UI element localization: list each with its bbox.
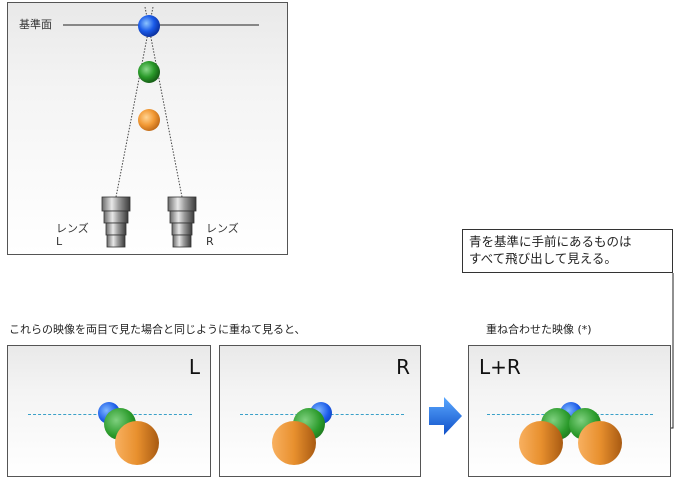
stereo-camera-diagram: 基準面 レンズ L レンズ R	[7, 2, 288, 255]
callout-line2: すべて飛び出して見える。	[469, 251, 617, 266]
callout-line1: 青を基準に手前にあるものは	[469, 234, 632, 249]
explanation-callout: 青を基準に手前にあるものは すべて飛び出して見える。	[462, 229, 673, 273]
lens-left-label: レンズ L	[56, 222, 89, 248]
lens-left-label-line2: L	[56, 235, 63, 248]
sight-line-right	[144, 6, 183, 198]
green-sphere	[138, 61, 160, 83]
panel-combined-label: L+R	[479, 355, 521, 379]
panel-combined: L+R	[468, 345, 671, 477]
lens-right-label-line1: レンズ	[206, 222, 239, 235]
orange-sphere-left	[519, 421, 563, 465]
panel-left-label: L	[188, 355, 200, 379]
lens-left-label-line1: レンズ	[56, 222, 89, 235]
lens-right	[167, 196, 197, 248]
orange-sphere	[138, 109, 160, 131]
panel-right-label: R	[396, 355, 410, 379]
reference-plane-label: 基準面	[19, 18, 52, 31]
caption-left: これらの映像を両目で見た場合と同じように重ねて見ると、	[9, 323, 306, 336]
panel-left-eye: L	[7, 345, 211, 477]
caption-right: 重ね合わせた映像 (*)	[486, 323, 592, 336]
orange-sphere	[115, 421, 159, 465]
blue-sphere	[138, 15, 160, 37]
lens-right-label: レンズ R	[206, 222, 239, 248]
lens-left	[101, 196, 131, 248]
diagram-graphics	[63, 6, 259, 248]
orange-sphere-right	[578, 421, 622, 465]
orange-sphere	[272, 421, 316, 465]
sight-line-left	[115, 6, 154, 198]
arrow-right-icon	[429, 397, 462, 435]
lens-right-label-line2: R	[206, 235, 214, 248]
panel-right-eye: R	[219, 345, 421, 477]
